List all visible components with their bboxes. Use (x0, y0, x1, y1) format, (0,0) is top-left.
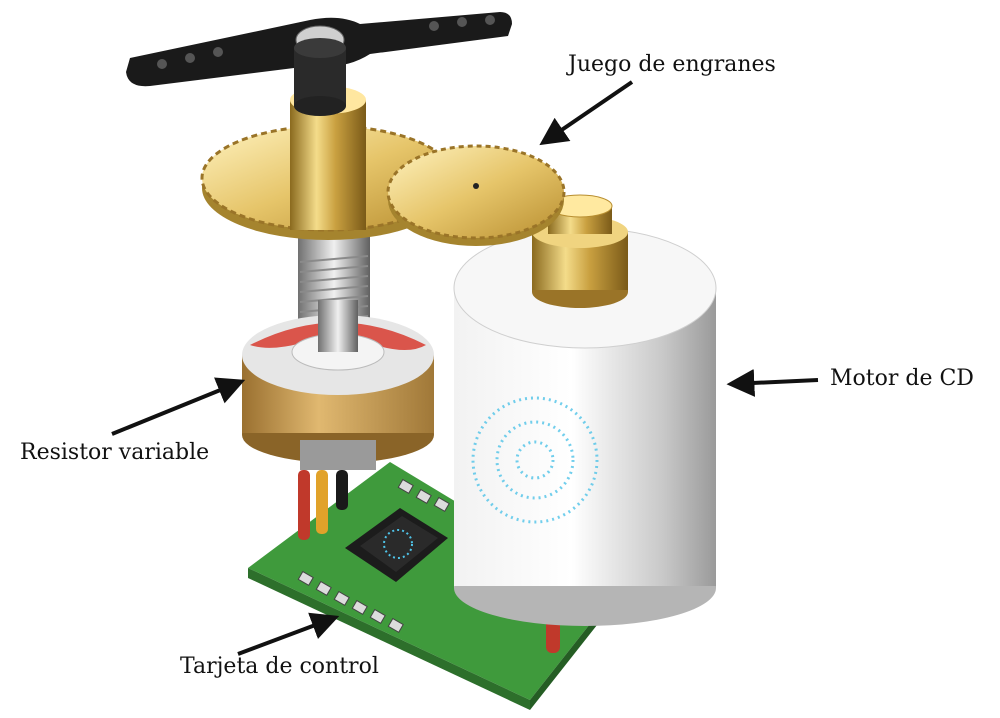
pinion-gear (532, 194, 628, 308)
arrow-resistor (111, 377, 246, 436)
arrow-board (237, 612, 340, 656)
dc-motor (453, 194, 717, 626)
label-control-board: Tarjeta de control (180, 654, 379, 679)
control-board (248, 462, 612, 710)
arrow-motor (726, 368, 819, 397)
control-chip (345, 508, 448, 582)
intermediate-gear (386, 144, 566, 246)
variable-resistor (242, 300, 434, 470)
label-gear-set: Juego de engranes (568, 52, 776, 77)
arrow-gears (539, 80, 634, 146)
motor-logo (471, 396, 599, 524)
annotation-arrows (111, 80, 819, 656)
label-variable-resistor: Resistor variable (20, 440, 210, 465)
label-dc-motor: Motor de CD (830, 366, 974, 391)
servo-horn (126, 12, 512, 116)
